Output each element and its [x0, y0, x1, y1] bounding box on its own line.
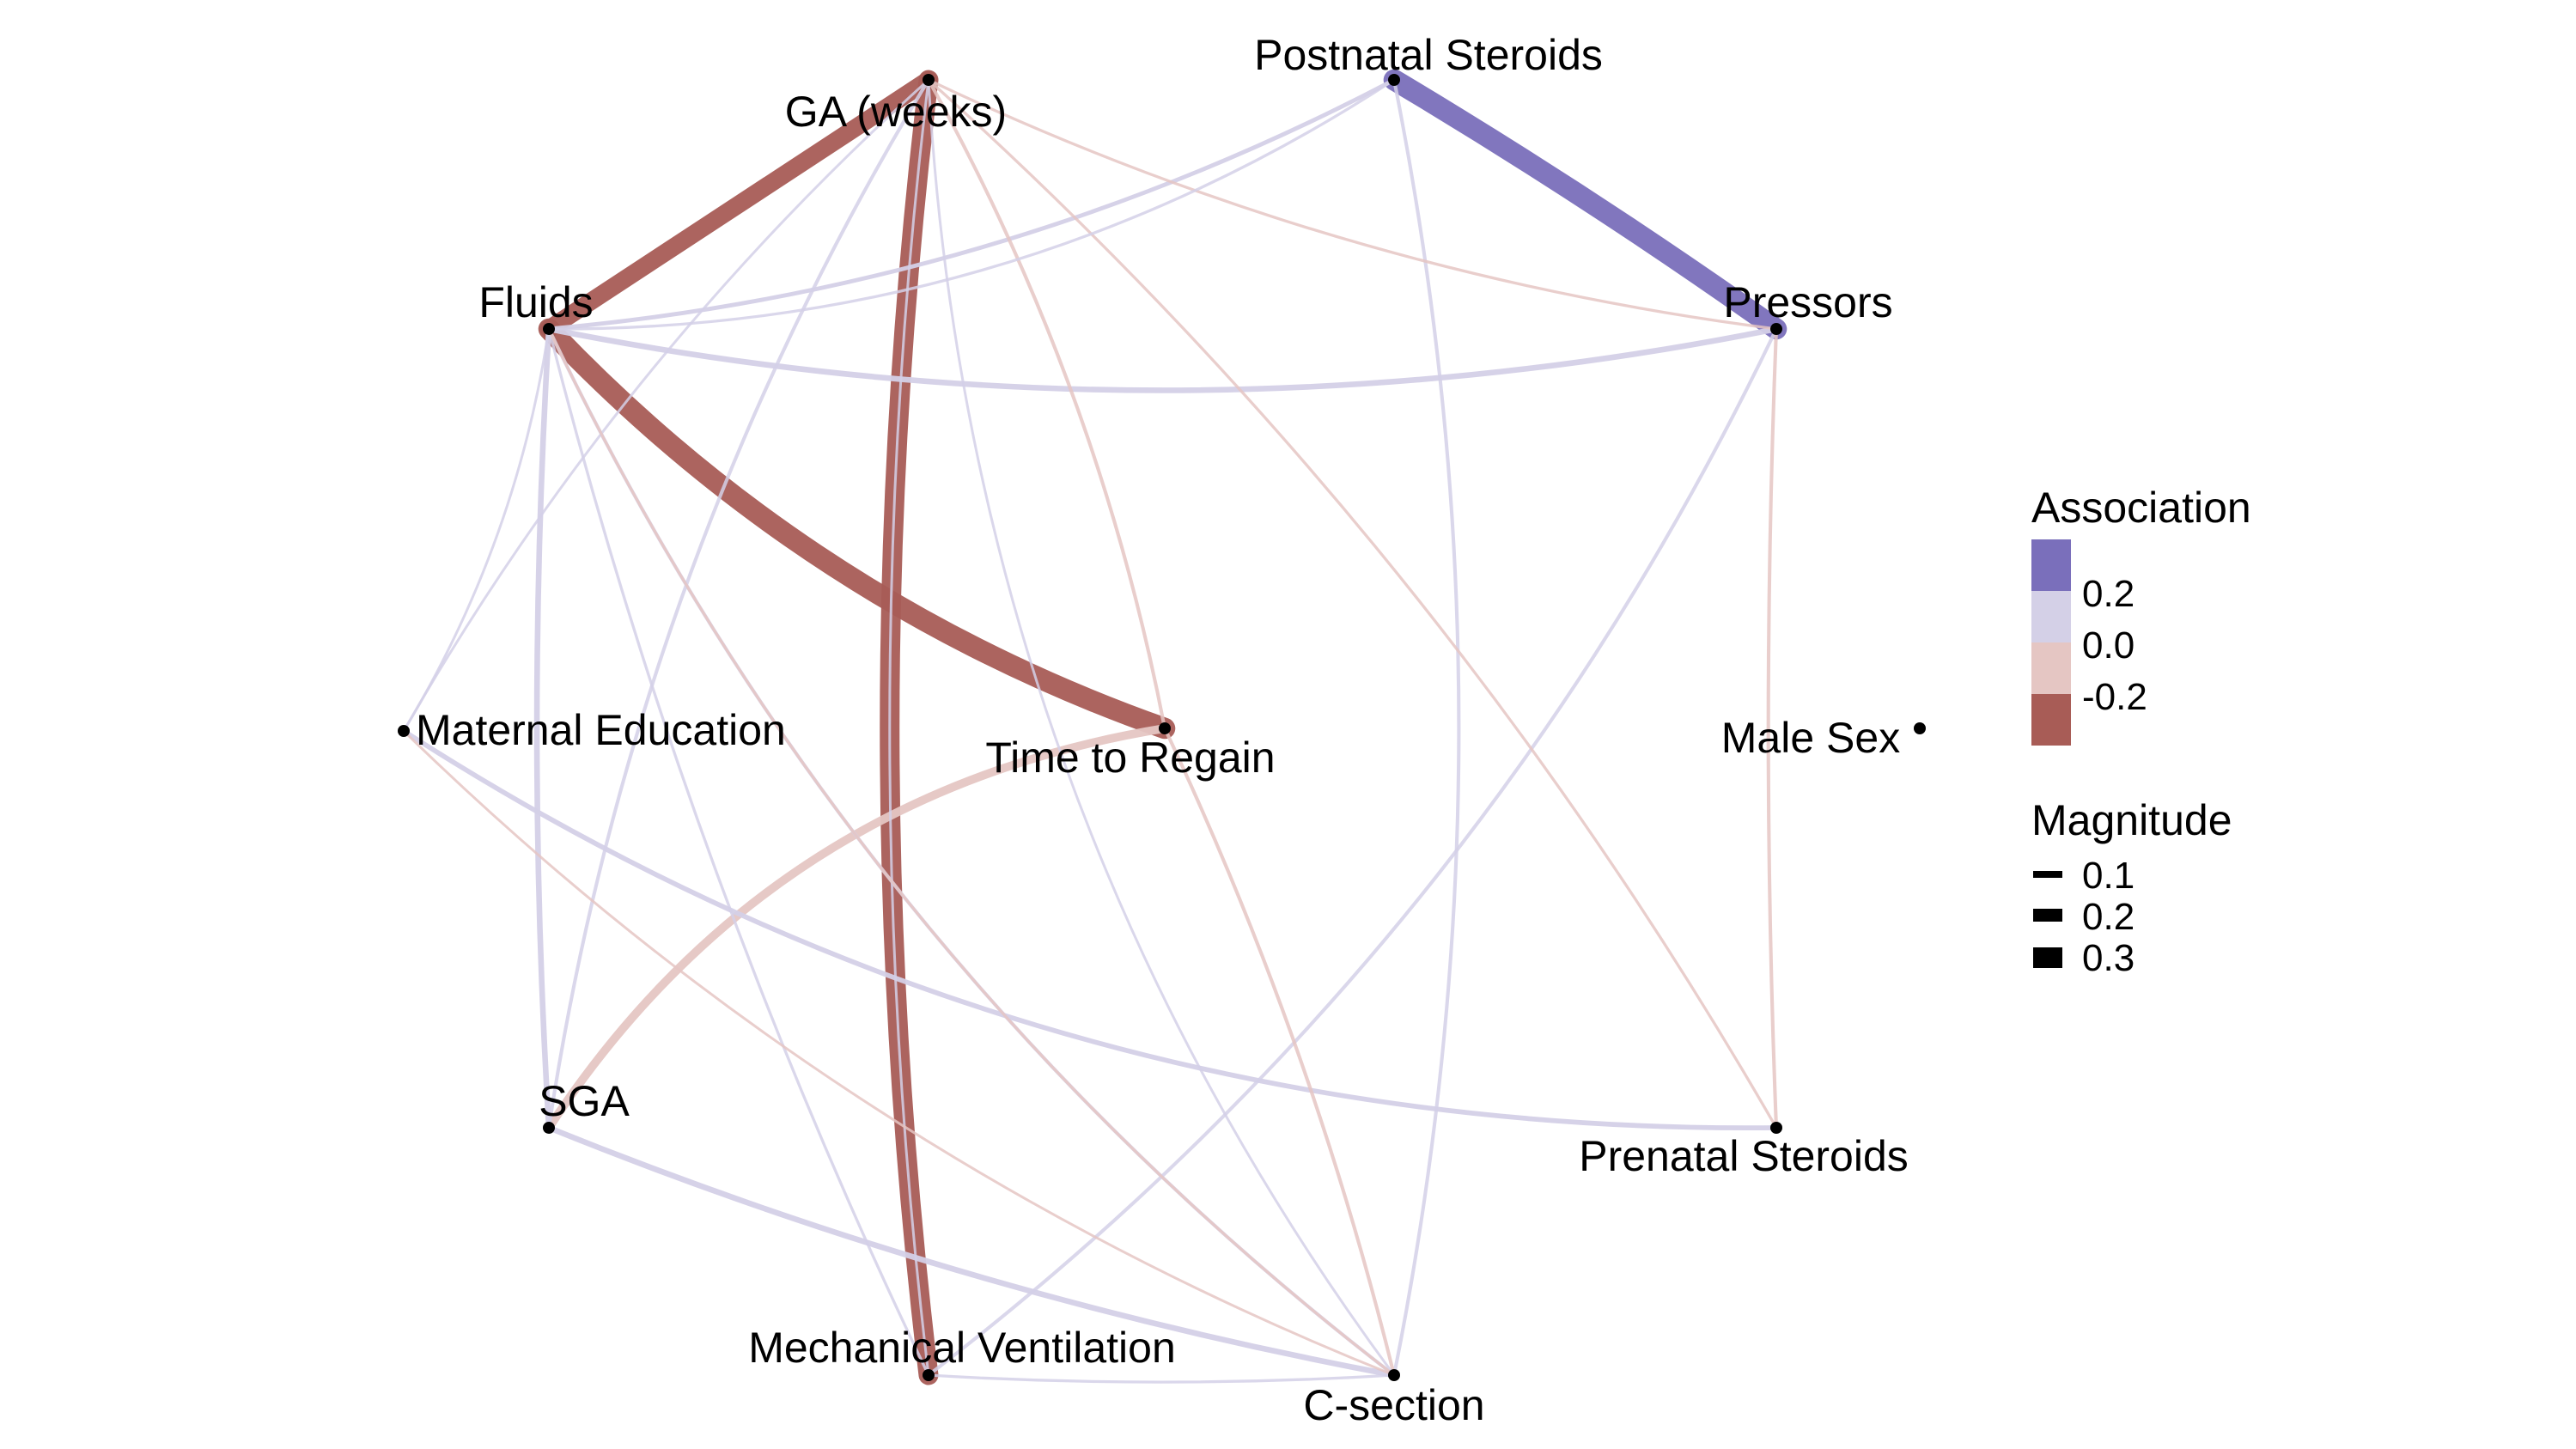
node-label-mechanical-ventilation: Mechanical Ventilation — [748, 1324, 1176, 1372]
magnitude-legend-title: Magnitude — [2031, 796, 2232, 844]
node-pressors — [1770, 323, 1782, 335]
association-legend-title: Association — [2031, 484, 2251, 532]
node-mechanical-ventilation — [923, 1369, 935, 1381]
magnitude-key-medium — [2033, 909, 2062, 922]
node-sga — [543, 1122, 555, 1134]
edge-maternal-education-to-prenatal-steroids — [401, 728, 1779, 1130]
node-label-prenatal-steroids: Prenatal Steroids — [1579, 1132, 1909, 1180]
node-c-section — [1388, 1369, 1400, 1381]
association-label-neg: -0.2 — [2082, 676, 2147, 718]
edge-fluids-to-c-section-2 — [547, 327, 1396, 1377]
association-swatch-strong-positive — [2031, 539, 2071, 591]
node-ga — [923, 74, 935, 86]
edge-fluids-to-sga — [533, 326, 552, 1131]
node-label-time-to-regain: Time to Regain — [985, 734, 1275, 782]
edge-ga-to-mechanical-ventilation-2 — [888, 78, 930, 1377]
node-label-maternal-education: Maternal Education — [416, 706, 786, 754]
node-time-to-regain — [1159, 722, 1171, 734]
edge-fluids-to-mechanical-ventilation — [547, 327, 930, 1377]
edge-fluids-to-c-section — [546, 326, 1397, 1378]
association-label-pos: 0.2 — [2082, 573, 2134, 615]
edge-postnatal-steroids-to-fluids-2 — [547, 78, 1396, 331]
edge-mechanical-ventilation-to-c-section — [927, 1373, 1396, 1384]
edge-ga-to-time-to-regain — [926, 77, 1167, 731]
edge-pressors-to-mechanical-ventilation — [926, 326, 1779, 1378]
legend: Association 0.2 0.0 -0.2 Magnitude 0.1 0… — [2031, 484, 2251, 979]
node-male-sex — [1914, 722, 1926, 734]
edge-ga-to-fluids — [539, 70, 938, 338]
edge-sga-to-time-to-regain — [545, 724, 1169, 1132]
magnitude-label-small: 0.1 — [2082, 855, 2134, 897]
magnitude-label-large: 0.3 — [2082, 937, 2134, 979]
edges-layer — [401, 69, 1787, 1385]
node-label-male-sex: Male Sex — [1721, 714, 1900, 762]
node-postnatal-steroids — [1388, 74, 1400, 86]
edge-pressors-to-prenatal-steroids — [1766, 326, 1779, 1130]
edge-fluids-to-maternal-education — [402, 327, 551, 733]
magnitude-key-small — [2033, 871, 2062, 878]
edge-ga-to-c-section — [927, 78, 1396, 1377]
node-label-pressors: Pressors — [1723, 278, 1892, 326]
edge-time-to-regain-to-c-section — [1162, 726, 1397, 1378]
association-swatch-weak-positive — [2031, 591, 2071, 642]
edge-postnatal-steroids-to-pressors — [1383, 69, 1787, 340]
node-label-postnatal-steroids: Postnatal Steroids — [1254, 31, 1603, 79]
edge-ga-to-prenatal-steroids — [927, 78, 1778, 1129]
association-swatch-weak-negative — [2031, 642, 2071, 694]
node-prenatal-steroids — [1770, 1122, 1782, 1134]
association-swatch-strong-negative — [2031, 694, 2071, 746]
association-label-zero: 0.0 — [2082, 624, 2134, 667]
node-label-sga: SGA — [539, 1077, 630, 1125]
node-label-fluids: Fluids — [478, 278, 593, 326]
node-label-c-section: C-section — [1303, 1381, 1484, 1429]
node-fluids — [543, 323, 555, 335]
edge-fluids-to-postnatal-steroids — [546, 77, 1397, 332]
edge-ga-to-maternal-education — [402, 78, 930, 733]
node-maternal-education — [398, 725, 410, 737]
edge-fluids-to-time-to-regain — [538, 318, 1176, 740]
edge-sga-to-c-section — [545, 1124, 1398, 1379]
edge-postnatal-steroids-to-c-section — [1392, 77, 1461, 1378]
edge-fluids-to-pressors — [545, 326, 1780, 393]
edge-maternal-education-to-c-section — [402, 729, 1396, 1377]
magnitude-label-medium: 0.2 — [2082, 896, 2134, 938]
magnitude-key-large — [2033, 947, 2062, 968]
nodes-layer — [398, 74, 1926, 1381]
edge-ga-to-pressors — [927, 78, 1778, 331]
node-label-ga: GA (weeks) — [785, 88, 1007, 136]
